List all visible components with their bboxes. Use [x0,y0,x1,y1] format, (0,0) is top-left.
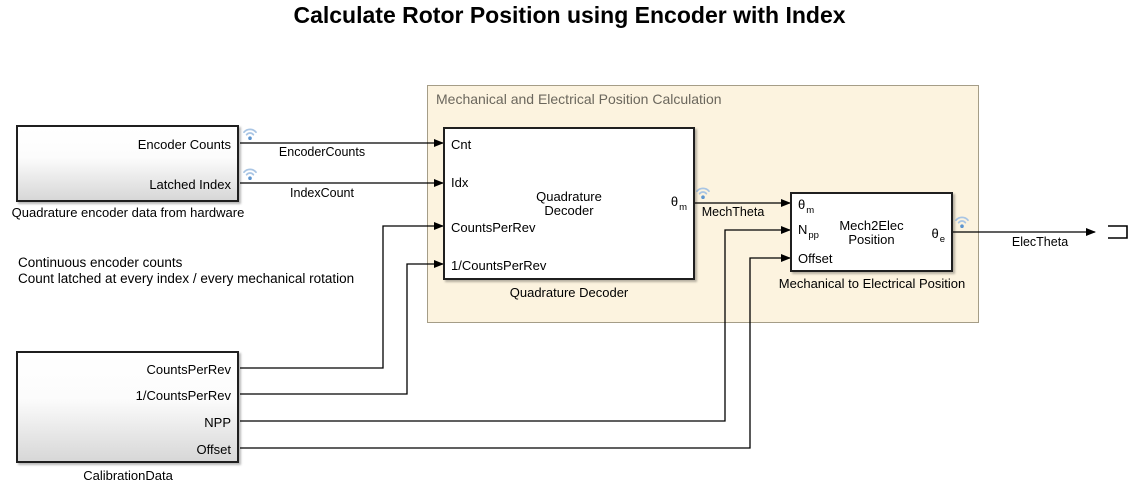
calibration-data-block[interactable]: CountsPerRev 1/CountsPerRev NPP Offset [16,351,239,463]
port-label-countsperrev: CountsPerRev [146,362,231,377]
mech2elec-name: Mech2Elec Position [839,218,904,247]
port-label-npp: NPP [204,415,231,430]
signal-label-mech-theta[interactable]: MechTheta [701,205,765,219]
hardware-block-caption[interactable]: Quadrature encoder data from hardware [11,205,245,220]
quadrature-decoder-name: Quadrature Decoder [536,189,602,218]
wire-npp[interactable] [240,226,791,422]
port-label-theta-m-out: θm [670,194,687,213]
port-label-offset-in: Offset [798,251,833,266]
signal-label-elec-theta[interactable]: ElecTheta [1011,235,1069,249]
port-label-npp-in: Npp [798,222,819,241]
hardware-encoder-block[interactable]: Encoder Counts Latched Index [16,125,239,202]
port-label-idx: Idx [451,175,469,190]
wireless-logging-icon[interactable] [243,168,257,181]
wireless-logging-icon[interactable] [955,216,969,229]
wire-offset[interactable] [240,254,791,449]
port-label-qd-countsperrev: CountsPerRev [451,220,536,235]
calibration-block-caption[interactable]: CalibrationData [83,468,173,483]
port-label-latched-index: Latched Index [149,177,231,192]
signal-terminator-icon[interactable] [1108,225,1128,239]
port-label-encoder-counts: Encoder Counts [137,137,231,152]
signal-label-index-count[interactable]: IndexCount [290,186,354,200]
port-label-cnt: Cnt [451,137,472,152]
port-label-theta-m-in: θm [798,197,815,216]
wireless-logging-icon[interactable] [696,187,710,200]
wire-inv-counts-per-rev[interactable] [240,260,444,395]
mech2elec-caption[interactable]: Mechanical to Electrical Position [778,276,966,291]
quadrature-decoder-block[interactable]: Cnt Idx CountsPerRev 1/CountsPerRev Quad… [443,127,695,280]
port-label-theta-e-out: θe [931,226,945,245]
wire-counts-per-rev[interactable] [240,222,444,369]
signal-label-encoder-counts[interactable]: EncoderCounts [278,145,366,159]
mech2elec-block[interactable]: θm Npp Offset Mech2Elec Position θe [790,192,953,272]
port-label-inv-countsperrev: 1/CountsPerRev [135,388,231,403]
port-label-qd-inv-countsperrev: 1/CountsPerRev [451,258,547,273]
wireless-logging-icon[interactable] [243,128,257,141]
annotation-note[interactable]: Continuous encoder counts Count latched … [18,255,355,286]
area-title[interactable]: Mechanical and Electrical Position Calcu… [436,91,722,107]
port-label-offset: Offset [196,442,231,457]
diagram-title[interactable]: Calculate Rotor Position using Encoder w… [293,2,846,28]
quadrature-decoder-caption[interactable]: Quadrature Decoder [509,285,629,300]
